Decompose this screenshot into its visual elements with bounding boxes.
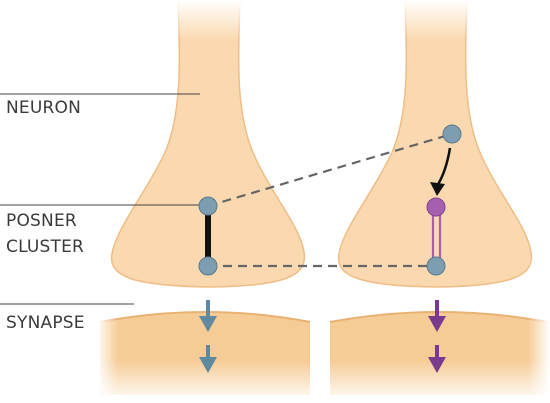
- fade-right: [528, 295, 550, 403]
- node-right-purple: [426, 197, 446, 217]
- neuron-right: [337, 0, 533, 288]
- label-neuron: NEURON: [6, 98, 81, 118]
- label-synapse: SYNAPSE: [6, 313, 85, 333]
- node-right-bottom: [426, 256, 446, 276]
- label-posner-line2: CLUSTER: [6, 237, 84, 257]
- synapse-band-left-edge: [99, 311, 311, 323]
- dashed-connector-top: [207, 132, 453, 208]
- arrow-left-upper-head: [199, 316, 217, 332]
- fade-left: [96, 295, 118, 403]
- curved-arrow-head: [430, 182, 445, 196]
- arrow-right-upper-head: [428, 316, 446, 332]
- label-posner-line1: POSNER: [6, 211, 77, 231]
- fade-bottom: [0, 360, 550, 403]
- node-right-top-free: [442, 124, 462, 144]
- fade-top: [0, 0, 550, 40]
- node-left-top: [198, 196, 218, 216]
- neuron-left: [110, 0, 306, 288]
- node-left-bottom: [198, 256, 218, 276]
- arrow-right-lower-head: [428, 357, 446, 373]
- arrow-left-lower-head: [199, 357, 217, 373]
